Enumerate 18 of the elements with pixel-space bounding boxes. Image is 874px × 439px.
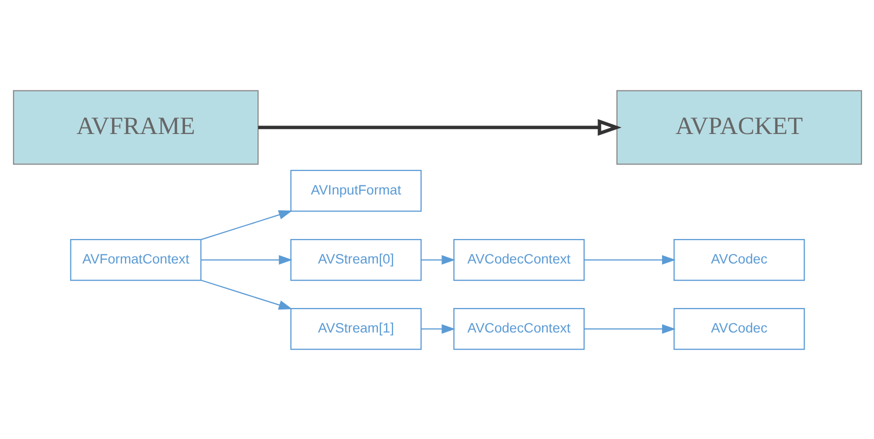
node-box: AVFormatContext xyxy=(70,238,201,280)
arrow xyxy=(200,279,292,310)
arrow xyxy=(200,210,292,240)
arrow xyxy=(200,254,292,264)
arrow xyxy=(420,254,455,264)
node-box: AVFRAME xyxy=(12,90,258,164)
node-box: AVCodecContext xyxy=(452,238,584,280)
node-box: AVPACKET xyxy=(616,90,862,164)
node-box: AVStream[1] xyxy=(290,308,422,350)
arrow xyxy=(584,254,676,264)
arrow xyxy=(584,324,676,334)
arrow xyxy=(258,118,622,136)
arrow xyxy=(420,324,455,334)
node-box: AVCodec xyxy=(673,238,804,280)
node-box: AVCodec xyxy=(673,308,804,350)
node-box: AVInputFormat xyxy=(290,169,422,212)
node-box: AVStream[0] xyxy=(290,238,422,280)
node-box: AVCodecContext xyxy=(452,308,584,350)
